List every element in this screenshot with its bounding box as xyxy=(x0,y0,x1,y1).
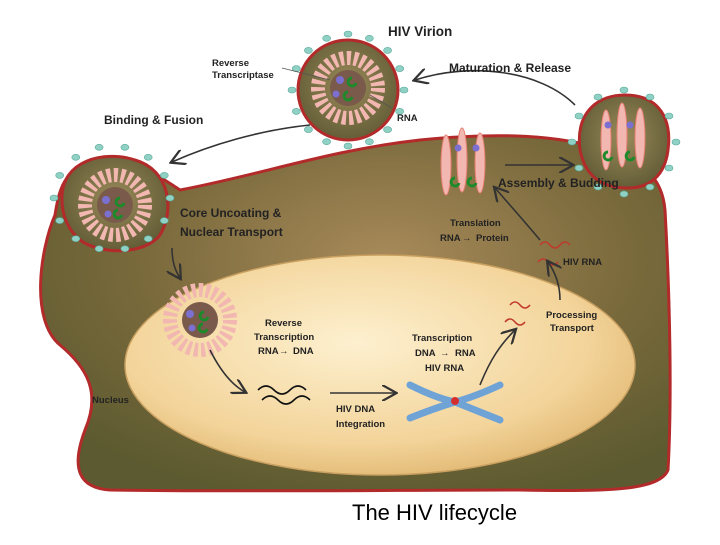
hiv-virion-top xyxy=(287,30,409,150)
label-arrow-glyph-3: → xyxy=(440,348,450,359)
envelope-spikes xyxy=(49,144,175,252)
envelope-spike xyxy=(395,108,405,115)
envelope-spike xyxy=(143,154,153,161)
label-reverse-transcriptase: Reverse xyxy=(212,58,249,69)
envelope-spike xyxy=(55,172,65,179)
label-core-uncoating: Core Uncoating & xyxy=(180,206,282,220)
label-reverse-transcriptase-2: Transcriptase xyxy=(212,70,274,81)
envelope-spike xyxy=(365,138,374,145)
label-arrow-glyph-2: → xyxy=(279,346,289,357)
envelope-spike xyxy=(395,65,405,72)
arrow-uncoating xyxy=(172,247,180,278)
arrow-maturation xyxy=(415,71,576,106)
envelope-spikes xyxy=(567,86,681,198)
label-processing: Processing xyxy=(546,310,597,321)
envelope-spike xyxy=(343,30,353,38)
envelope-spike xyxy=(287,86,297,94)
envelope-spike xyxy=(322,138,331,145)
reverse-transcriptase-icon xyxy=(332,90,340,98)
envelope-spike xyxy=(49,194,59,202)
envelope-spike xyxy=(343,142,353,150)
envelope-spike xyxy=(383,126,392,133)
rna-icon xyxy=(342,90,354,102)
envelope-spike xyxy=(94,245,104,252)
hiv-virion-binding xyxy=(49,144,175,253)
label-nucleus: Nucleus xyxy=(92,395,129,406)
envelope-spike xyxy=(71,235,81,242)
envelope-spike xyxy=(619,86,629,94)
label-transcription-hiv-rna: HIV RNA xyxy=(425,363,464,374)
envelope-spike xyxy=(365,34,374,42)
label-nuclear-transport: Nuclear Transport xyxy=(180,225,283,239)
label-translation-protein: Protein xyxy=(476,233,509,244)
rna-icon xyxy=(346,76,358,88)
envelope-spike xyxy=(383,47,392,54)
envelope-spikes xyxy=(287,30,409,150)
envelope-spike xyxy=(593,183,603,191)
label-transcription-dna: DNA xyxy=(415,348,436,359)
envelope-spike xyxy=(120,144,130,151)
caption: The HIV lifecycle xyxy=(352,500,518,525)
label-hiv-rna: HIV RNA xyxy=(563,257,602,268)
viral-dna xyxy=(257,385,307,395)
hiv-rna-strand xyxy=(509,301,531,309)
envelope-spike xyxy=(71,154,81,161)
envelope-spike xyxy=(593,93,603,101)
envelope-spike xyxy=(671,138,681,146)
label-rna: RNA xyxy=(397,113,418,124)
envelope-spike xyxy=(143,235,153,242)
label-reverse-transcription-2: Transcription xyxy=(254,332,314,343)
envelope-spike xyxy=(574,164,584,172)
viral-dna xyxy=(261,395,311,405)
envelope-spike xyxy=(160,172,169,179)
label-reverse-transcription: Reverse xyxy=(265,318,302,329)
envelope-spike xyxy=(567,138,577,146)
envelope-spike xyxy=(399,86,409,94)
label-translation-rna: RNA xyxy=(440,233,461,244)
arrow-binding xyxy=(172,124,311,162)
envelope-spike xyxy=(120,245,130,252)
arrow-processing xyxy=(548,262,560,301)
envelope-spike xyxy=(619,190,629,198)
envelope-spike xyxy=(664,112,674,120)
arrow-translation xyxy=(495,188,541,241)
label-translation: Translation xyxy=(450,218,501,229)
viral-core-nucleus xyxy=(163,283,237,357)
envelope-spike xyxy=(55,217,65,224)
hiv-virion-budding xyxy=(567,86,681,198)
arrow-transcription xyxy=(479,330,515,386)
hiv-rna-strand xyxy=(539,241,571,249)
label-hiv-virion: HIV Virion xyxy=(388,24,452,39)
label-arrow-glyph: → xyxy=(462,233,472,244)
label-rt-dna: DNA xyxy=(293,346,314,357)
label-integration: Integration xyxy=(336,419,385,430)
label-binding-fusion: Binding & Fusion xyxy=(104,113,203,127)
envelope-spike xyxy=(291,108,301,115)
label-transcription: Transcription xyxy=(412,333,472,344)
label-transcription-rna: RNA xyxy=(455,348,476,359)
envelope-spike xyxy=(304,47,313,54)
envelope-spike xyxy=(165,194,175,202)
reverse-transcriptase-icon xyxy=(336,76,344,84)
label-maturation-release: Maturation & Release xyxy=(449,61,571,75)
envelope-spike xyxy=(160,217,169,224)
label-transport: Transport xyxy=(550,323,595,334)
envelope-spike xyxy=(645,183,655,191)
arrow-reverse-transcription xyxy=(209,349,245,392)
label-assembly-budding: Assembly & Budding xyxy=(498,176,619,190)
label-hiv-dna: HIV DNA xyxy=(336,404,375,415)
label-rt-rna: RNA xyxy=(258,346,279,357)
hiv-rna-strand xyxy=(504,318,526,326)
envelope-spike xyxy=(94,144,104,151)
envelope-spike xyxy=(304,126,313,133)
nucleus xyxy=(124,254,636,476)
host-chromosome xyxy=(406,381,504,424)
envelope-spike xyxy=(322,34,331,42)
envelope-spike xyxy=(645,93,655,101)
envelope-spike xyxy=(574,112,584,120)
assembling-virion-components xyxy=(440,127,486,196)
envelope-spike xyxy=(664,164,674,172)
